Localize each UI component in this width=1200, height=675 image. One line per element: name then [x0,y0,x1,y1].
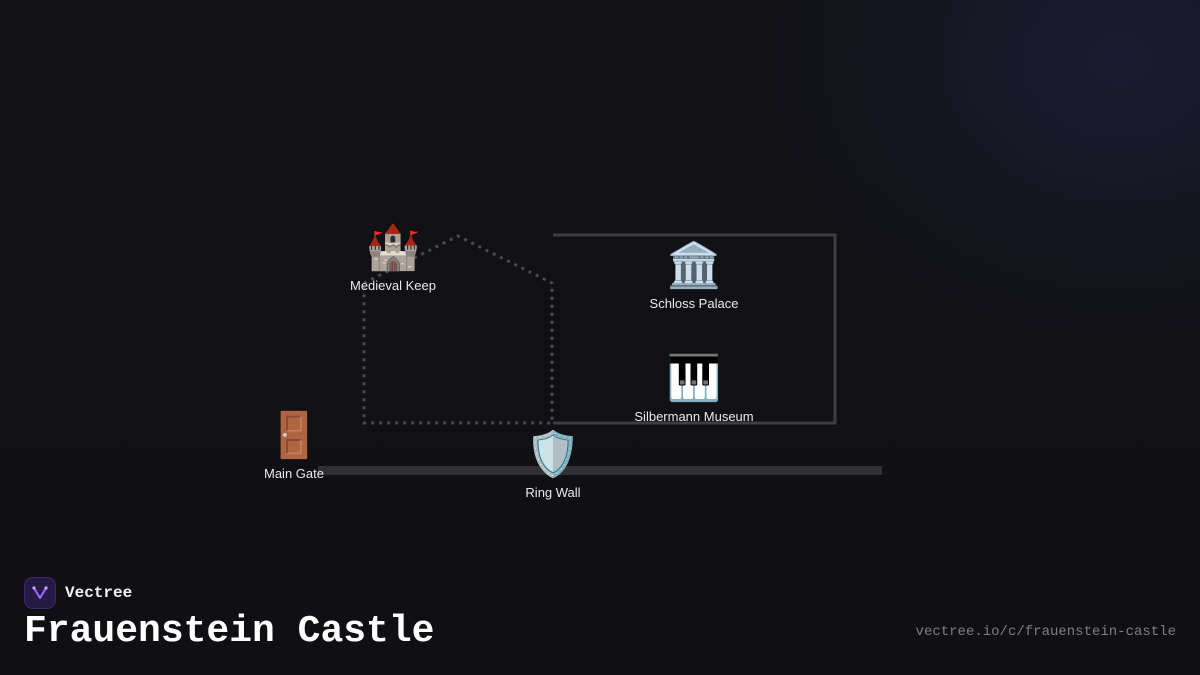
page-title: Frauenstein Castle [24,610,435,653]
page-url[interactable]: vectree.io/c/frauenstein-castle [915,624,1176,640]
door-icon: 🚪 [266,411,322,460]
node-label: Medieval Keep [350,278,436,293]
palace-enclosure [553,233,837,425]
node-label: Schloss Palace [649,296,739,311]
node-label: Silbermann Museum [634,409,754,424]
node-label: Main Gate [264,466,324,481]
piano-keys-icon: 🎹 [666,354,722,403]
brand-name: Vectree [65,584,133,602]
node-schloss-palace[interactable]: 🏛️ Schloss Palace [614,240,774,311]
node-medieval-keep[interactable]: 🏰 Medieval Keep [313,222,473,293]
brand[interactable]: Vectree [24,577,132,609]
node-silbermann-museum[interactable]: 🎹 Silbermann Museum [614,353,774,424]
castle-icon: 🏰 [365,223,421,272]
keep-outline [362,234,554,425]
classical-building-icon: 🏛️ [666,241,722,290]
node-ring-wall[interactable]: 🛡️ Ring Wall [473,429,633,500]
node-label: Ring Wall [525,485,581,500]
vectree-branch-icon [24,577,56,609]
node-main-gate[interactable]: 🚪 Main Gate [214,410,374,481]
ring-wall-line [318,466,882,475]
vectree-logo-mark [32,586,48,599]
shield-icon: 🛡️ [525,430,581,479]
